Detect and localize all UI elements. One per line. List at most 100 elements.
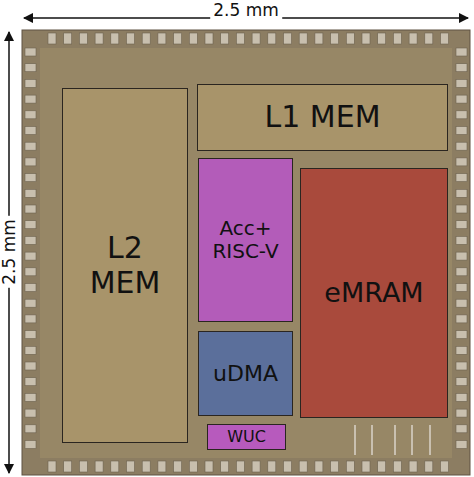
bond-pad (456, 393, 467, 401)
bond-pad (189, 461, 197, 472)
bond-pad (456, 111, 467, 119)
bond-pad (25, 48, 36, 56)
bond-pad (25, 95, 36, 103)
bond-pad (25, 362, 36, 370)
bond-pad (456, 95, 467, 103)
bond-pad (25, 158, 36, 166)
bond-pad (346, 33, 354, 44)
bond-pad (79, 461, 87, 472)
chip-block: L1 MEM (197, 84, 448, 151)
bond-pad (79, 33, 87, 44)
bond-pad (95, 461, 103, 472)
bond-pad (409, 33, 417, 44)
bond-wires (355, 425, 430, 455)
bond-pad (378, 461, 386, 472)
bond-pad (64, 33, 72, 44)
bond-pad (456, 158, 467, 166)
bond-pad (425, 33, 433, 44)
bond-pad (456, 48, 467, 56)
bond-pad (362, 461, 370, 472)
chip-block: L2 MEM (62, 88, 188, 443)
bond-pad (362, 33, 370, 44)
bond-pad (299, 461, 307, 472)
dimension-label: 2.5 mm (0, 216, 19, 288)
bond-pad (456, 79, 467, 87)
bond-pad (25, 111, 36, 119)
bond-pad (456, 284, 467, 292)
bond-pad (25, 127, 36, 135)
chip-block: WUC (207, 424, 286, 450)
bond-pad (456, 362, 467, 370)
bond-pad (25, 221, 36, 229)
bond-pad (315, 33, 323, 44)
chip-block: Acc+ RISC-V (198, 158, 293, 322)
chip-block: uDMA (198, 331, 293, 416)
die-core (40, 48, 452, 458)
block-label: Acc+ RISC-V (201, 217, 291, 263)
bond-pad (331, 461, 339, 472)
bond-pad (25, 378, 36, 386)
bond-pad (299, 33, 307, 44)
bond-pad (456, 127, 467, 135)
bond-pad (25, 299, 36, 307)
bond-pad (456, 331, 467, 339)
bond-pad (25, 425, 36, 433)
bond-pad (25, 268, 36, 276)
bond-pad (456, 236, 467, 244)
bond-pad (284, 33, 292, 44)
bond-pad (315, 461, 323, 472)
bond-pad (409, 461, 417, 472)
bond-pads (25, 33, 467, 472)
bond-pad (142, 33, 150, 44)
block-label: eMRAM (324, 277, 423, 308)
bond-pad (393, 461, 401, 472)
bond-pad (456, 221, 467, 229)
bond-pad (456, 189, 467, 197)
bond-pad (268, 33, 276, 44)
bond-pad (127, 461, 135, 472)
bond-pad (25, 174, 36, 182)
block-label: uDMA (213, 361, 278, 386)
bond-pad (127, 33, 135, 44)
bond-pad (456, 174, 467, 182)
bond-pad (205, 461, 213, 472)
bond-pad (456, 409, 467, 417)
bond-pad (48, 461, 56, 472)
bond-pad (158, 461, 166, 472)
bond-pad (456, 315, 467, 323)
bond-pad (236, 33, 244, 44)
bond-pad (456, 346, 467, 354)
bond-pad (25, 331, 36, 339)
bond-pad (111, 33, 119, 44)
bond-pad (456, 64, 467, 72)
dimension-label: 2.5 mm (210, 0, 282, 20)
bond-pad (378, 33, 386, 44)
bond-pad (346, 461, 354, 472)
bond-pad (456, 252, 467, 260)
bond-pad (25, 142, 36, 150)
bond-pad (456, 299, 467, 307)
bond-pad (111, 461, 119, 472)
bond-pad (25, 284, 36, 292)
bond-pad (441, 461, 449, 472)
bond-pad (284, 461, 292, 472)
bond-pad (425, 461, 433, 472)
bond-pad (25, 236, 36, 244)
block-label: WUC (227, 428, 266, 446)
bond-pad (189, 33, 197, 44)
bond-pad (252, 33, 260, 44)
bond-pad (142, 461, 150, 472)
bond-pad (456, 378, 467, 386)
bond-pad (456, 142, 467, 150)
bond-pad (158, 33, 166, 44)
bond-pad (25, 409, 36, 417)
bond-pad (331, 33, 339, 44)
bond-pad (25, 441, 36, 449)
bond-pad (174, 461, 182, 472)
chip-block: eMRAM (300, 168, 448, 418)
bond-pad (25, 393, 36, 401)
bond-pad (456, 425, 467, 433)
bond-pad (205, 33, 213, 44)
bond-pad (174, 33, 182, 44)
